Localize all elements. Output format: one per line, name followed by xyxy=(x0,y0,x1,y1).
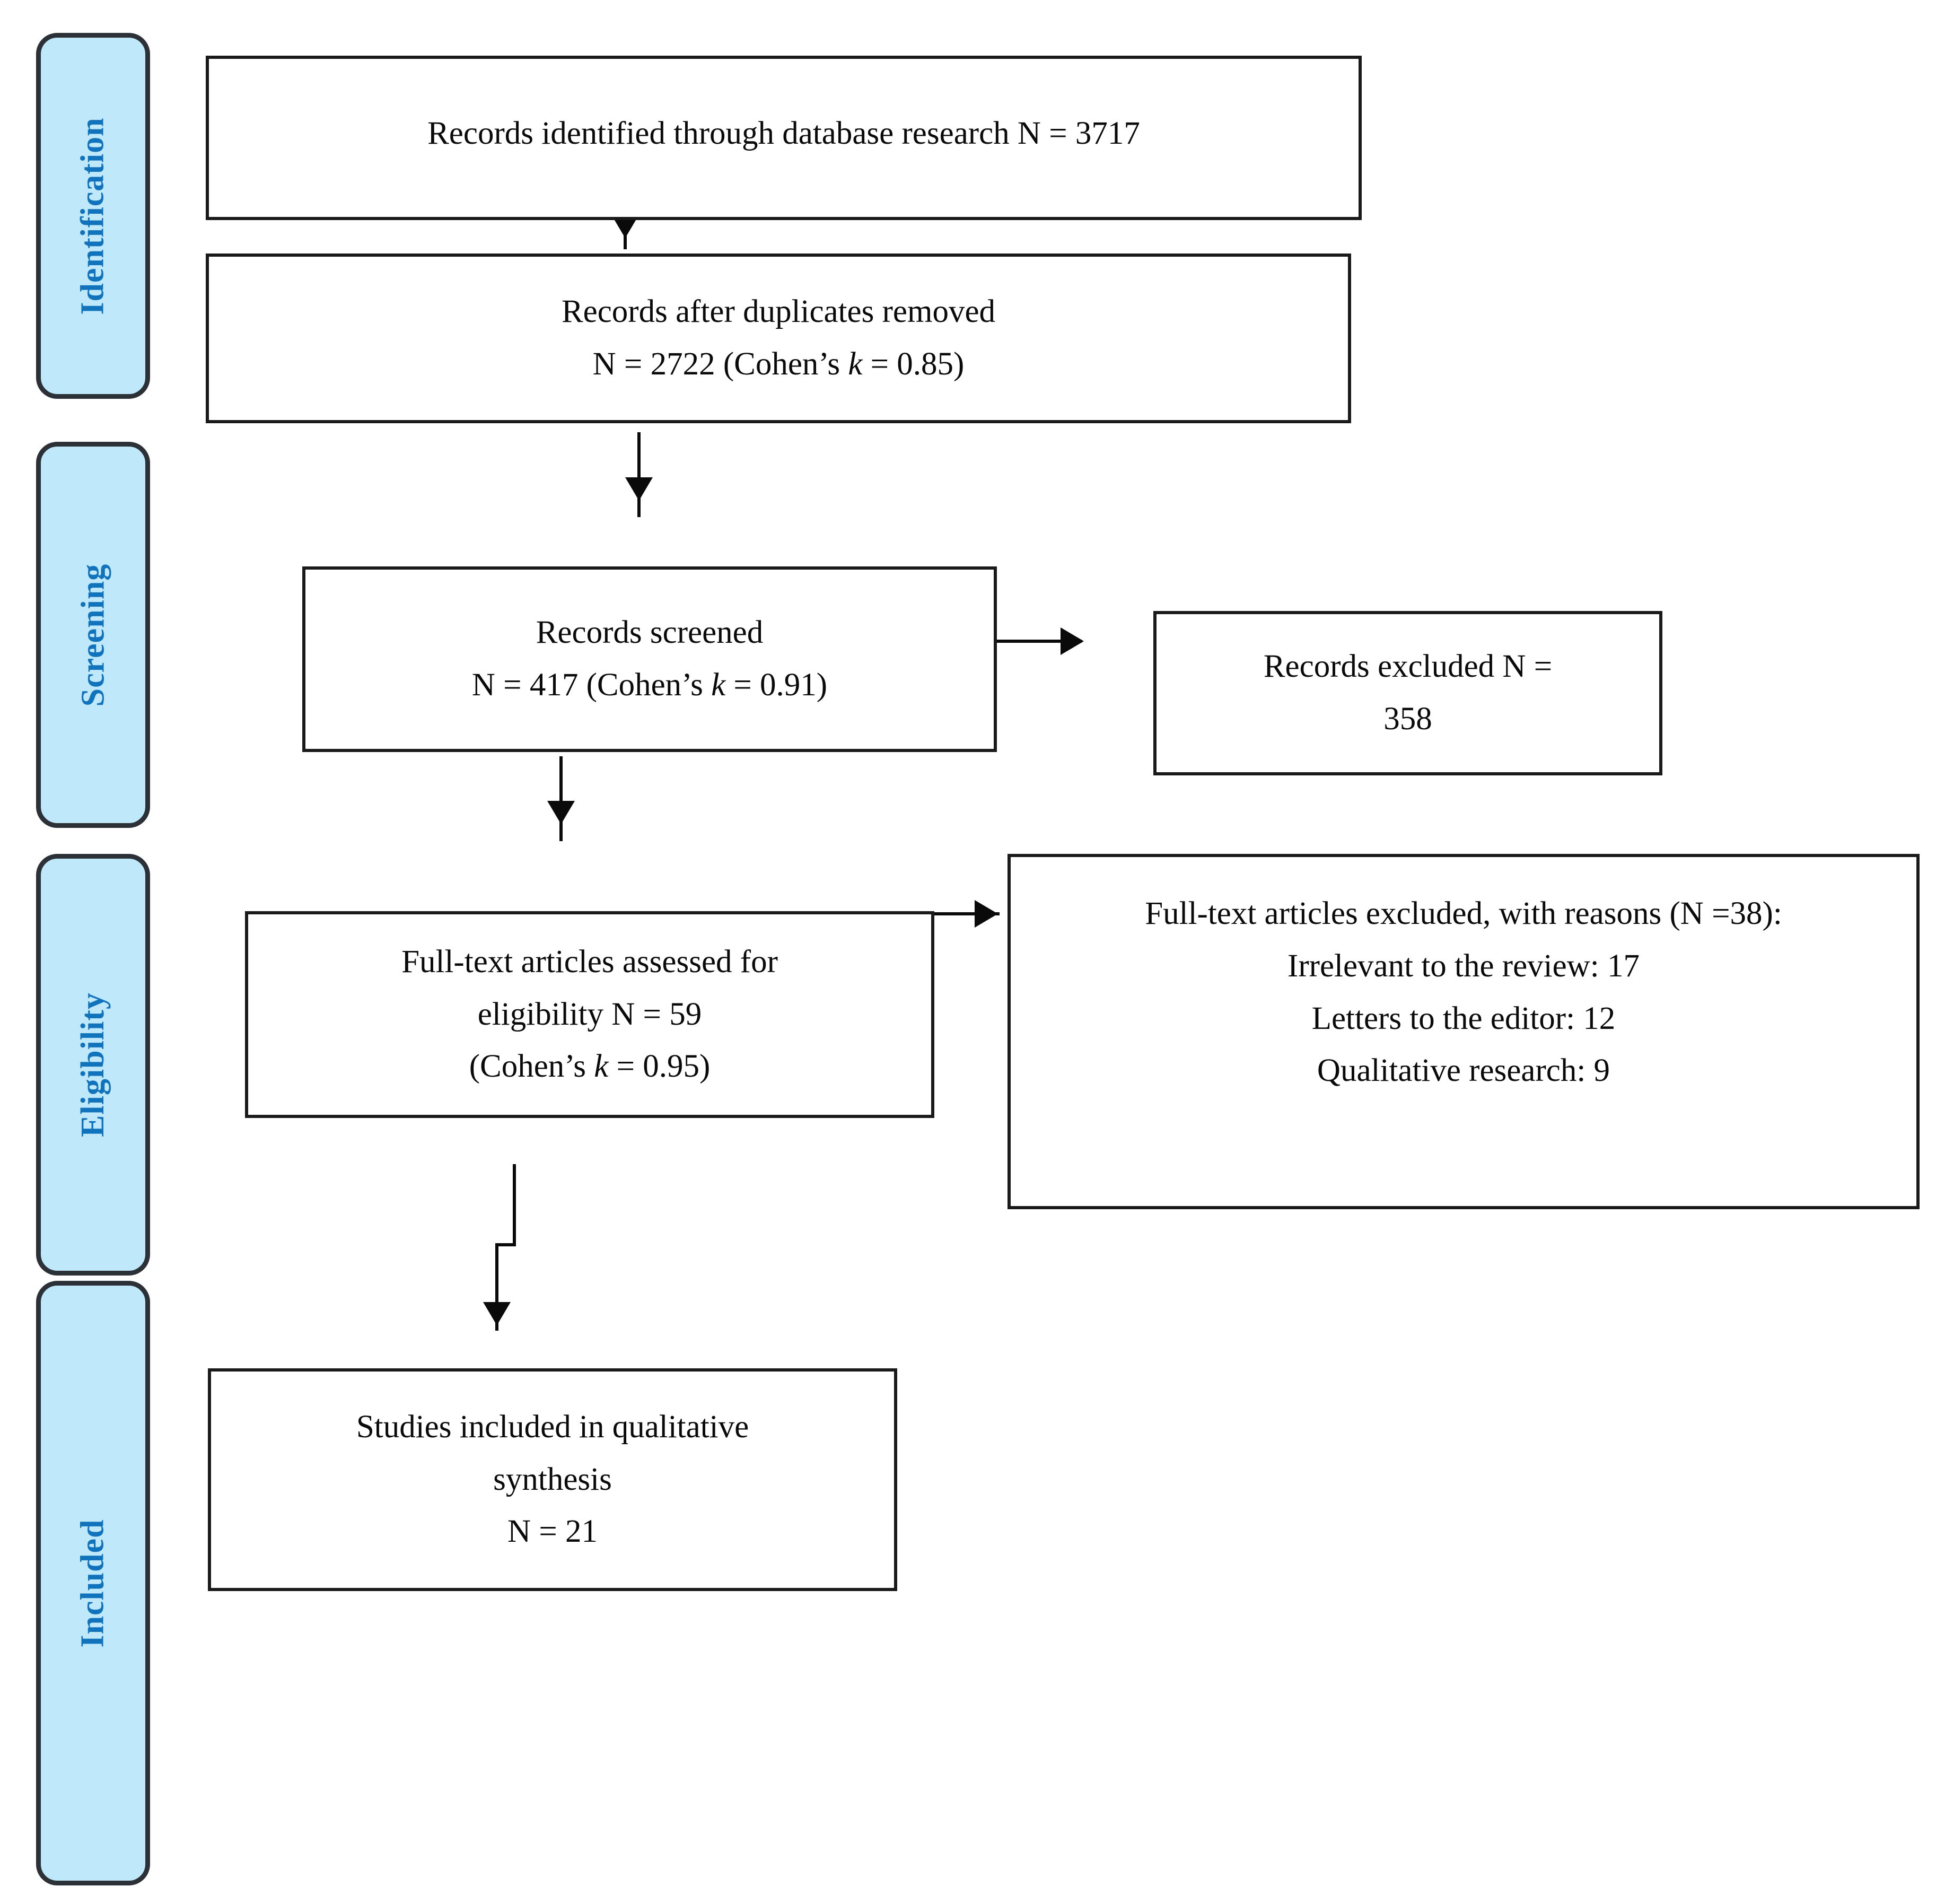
connector-screened-to-excluded-arrow xyxy=(1061,627,1084,655)
stage-pill-identification: Identification xyxy=(36,33,150,399)
studies-included-line-1: Studies included in qualitative xyxy=(356,1409,749,1445)
screened-k-post: = 0.91) xyxy=(725,667,828,703)
records-after-duplicates-line-1: Records after duplicates removed xyxy=(561,294,996,330)
fulltext-excluded-line-3: Letters to the editor: 12 xyxy=(1311,1000,1616,1036)
stage-label-screening: Screening xyxy=(75,563,111,706)
fulltext-assessed-line-1: Full-text articles assessed for xyxy=(401,944,778,980)
stage-pill-screening: Screening xyxy=(36,442,150,828)
studies-included-line-3: N = 21 xyxy=(507,1514,598,1550)
connector-screened-to-fulltext-line xyxy=(559,756,563,841)
box-records-identified: Records identified through database rese… xyxy=(206,56,1362,220)
stage-pill-included: Included xyxy=(36,1281,150,1885)
box-records-excluded: Records excluded N = 358 xyxy=(1153,611,1662,775)
stage-label-eligibility: Eligibility xyxy=(75,992,111,1137)
records-screened-line-2: N = 417 (Cohen’s k = 0.91) xyxy=(472,659,827,712)
records-excluded-line-2: 358 xyxy=(1383,701,1432,737)
dup-k-symbol: k xyxy=(848,346,863,382)
stage-label-identification: Identification xyxy=(75,117,111,315)
records-excluded-line-1: Records excluded N = xyxy=(1263,649,1553,685)
connector-fulltext-to-included-jog xyxy=(495,1243,516,1246)
connector-fulltext-to-included-lower-line xyxy=(495,1243,498,1331)
box-fulltext-excluded: Full-text articles excluded, with reason… xyxy=(1008,854,1920,1209)
fulltext-excluded-line-4: Qualitative research: 9 xyxy=(1317,1053,1610,1089)
fulltext-assessed-line-3: (Cohen’s k = 0.95) xyxy=(469,1041,711,1093)
studies-included-line-2: synthesis xyxy=(493,1461,612,1497)
records-identified-line-1: Records identified through database rese… xyxy=(427,116,1140,151)
connector-fulltext-to-excluded-arrow xyxy=(975,900,998,928)
screened-k-pre: N = 417 (Cohen’s xyxy=(471,667,712,703)
fulltext-excluded-line-2: Irrelevant to the review: 17 xyxy=(1287,948,1640,984)
dup-k-pre: N = 2722 (Cohen’s xyxy=(592,346,848,382)
connector-fulltext-to-included-upper-line xyxy=(513,1164,516,1246)
box-records-screened: Records screened N = 417 (Cohen’s k = 0.… xyxy=(302,566,997,752)
assessed-k-pre: (Cohen’s xyxy=(469,1049,594,1085)
connector-duplicates-to-screened-line xyxy=(637,432,641,517)
box-fulltext-assessed: Full-text articles assessed for eligibil… xyxy=(245,911,934,1118)
connector-screened-to-excluded-line xyxy=(997,640,1082,643)
fulltext-assessed-line-2: eligibility N = 59 xyxy=(477,996,702,1032)
dup-k-post: = 0.85) xyxy=(862,346,965,382)
connector-duplicates-to-screened-arrow xyxy=(625,477,653,501)
connector-fulltext-to-excluded-line xyxy=(904,912,1000,915)
box-studies-included: Studies included in qualitative synthesi… xyxy=(208,1368,897,1591)
assessed-k-post: = 0.95) xyxy=(608,1049,711,1085)
connector-screened-to-fulltext-arrow xyxy=(547,801,575,824)
fulltext-excluded-line-1: Full-text articles excluded, with reason… xyxy=(1145,896,1782,931)
screened-k-symbol: k xyxy=(711,667,726,703)
stage-pill-eligibility: Eligibility xyxy=(36,854,150,1276)
assessed-k-symbol: k xyxy=(594,1049,609,1085)
records-after-duplicates-line-2: N = 2722 (Cohen’s k = 0.85) xyxy=(593,338,965,391)
stage-label-included: Included xyxy=(75,1518,111,1648)
records-screened-line-1: Records screened xyxy=(536,615,764,651)
connector-fulltext-to-included-arrow xyxy=(483,1302,511,1325)
box-records-after-duplicates: Records after duplicates removed N = 272… xyxy=(206,254,1351,423)
